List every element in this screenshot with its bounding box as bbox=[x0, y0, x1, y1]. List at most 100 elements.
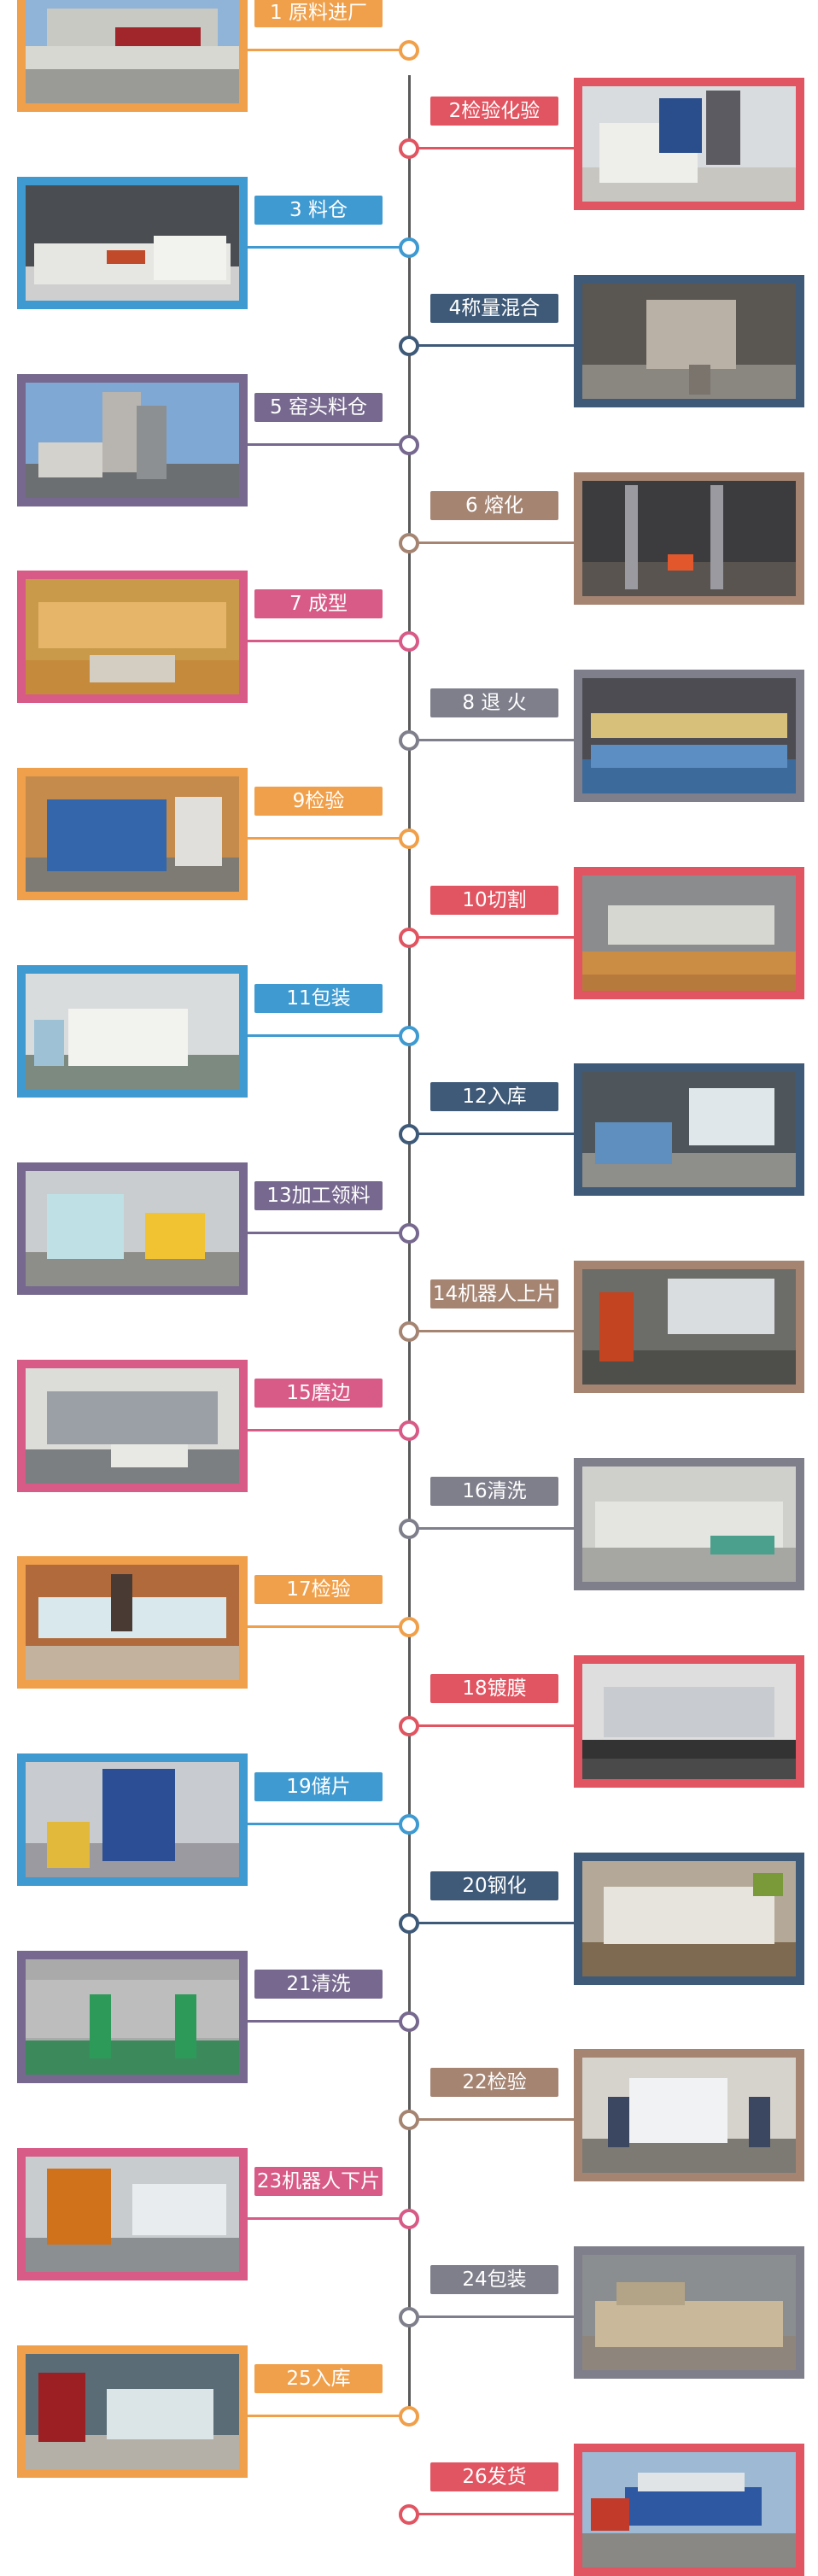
photo-detail bbox=[38, 602, 226, 648]
photo-detail bbox=[591, 712, 787, 739]
photo-scene bbox=[582, 875, 796, 991]
step-photo bbox=[17, 1162, 248, 1295]
photo-detail bbox=[668, 1278, 774, 1334]
photo-detail bbox=[591, 2498, 629, 2531]
photo-scene bbox=[26, 2354, 239, 2469]
photo-detail bbox=[137, 406, 167, 480]
step-photo bbox=[574, 670, 804, 802]
step-photo bbox=[17, 374, 248, 506]
step-label: 15磨边 bbox=[254, 1379, 383, 1408]
photo-detail bbox=[111, 1444, 188, 1468]
step-photo bbox=[17, 2148, 248, 2280]
step-photo bbox=[17, 571, 248, 703]
step-photo bbox=[574, 472, 804, 605]
step-connector bbox=[409, 936, 574, 939]
timeline-node bbox=[399, 1716, 419, 1736]
step-connector bbox=[248, 2020, 409, 2023]
step-label: 12入库 bbox=[430, 1082, 558, 1111]
photo-detail bbox=[34, 1020, 64, 1066]
step-label: 9检验 bbox=[254, 787, 383, 816]
step-photo bbox=[574, 2246, 804, 2379]
step-connector bbox=[248, 1232, 409, 1234]
step-label: 1 原料进厂 bbox=[254, 0, 383, 27]
step-label: 7 成型 bbox=[254, 589, 383, 618]
photo-scene bbox=[26, 185, 239, 301]
timeline-node bbox=[399, 730, 419, 751]
step-connector bbox=[409, 1922, 574, 1924]
step-label: 26发货 bbox=[430, 2462, 558, 2491]
photo-detail bbox=[145, 1212, 205, 1259]
timeline-node bbox=[399, 2209, 419, 2229]
step-label: 24包装 bbox=[430, 2265, 558, 2294]
step-photo bbox=[17, 177, 248, 309]
photo-detail bbox=[107, 2388, 213, 2439]
step-label: 4称量混合 bbox=[430, 294, 558, 323]
photo-scene bbox=[26, 383, 239, 498]
photo-detail bbox=[154, 236, 226, 280]
photo-scene bbox=[26, 1959, 239, 2075]
step-connector bbox=[409, 2315, 574, 2318]
timeline-node bbox=[399, 1420, 419, 1441]
step-photo bbox=[17, 2345, 248, 2478]
photo-detail bbox=[591, 745, 787, 769]
photo-detail bbox=[68, 1008, 188, 1066]
photo-floor bbox=[26, 1645, 239, 1680]
photo-scene bbox=[582, 1467, 796, 1582]
timeline-node bbox=[399, 2406, 419, 2427]
photo-scene bbox=[26, 1762, 239, 1877]
photo-detail bbox=[582, 951, 796, 975]
timeline-node bbox=[399, 138, 419, 159]
step-photo bbox=[17, 1951, 248, 2083]
photo-scene bbox=[582, 1861, 796, 1976]
photo-detail bbox=[38, 2372, 85, 2442]
photo-floor bbox=[582, 2532, 796, 2567]
timeline-node bbox=[399, 2011, 419, 2032]
step-connector bbox=[409, 1330, 574, 1332]
step-connector bbox=[248, 1034, 409, 1037]
step-label: 8 退 火 bbox=[430, 688, 558, 717]
step-connector bbox=[409, 344, 574, 347]
timeline-node bbox=[399, 40, 419, 61]
photo-scene bbox=[582, 1269, 796, 1385]
photo-detail bbox=[47, 2168, 111, 2245]
timeline-node bbox=[399, 1617, 419, 1637]
photo-detail bbox=[689, 1087, 774, 1146]
step-photo bbox=[574, 867, 804, 999]
photo-scene bbox=[26, 1565, 239, 1680]
photo-detail bbox=[102, 391, 141, 473]
timeline-node bbox=[399, 828, 419, 849]
step-label: 5 窑头料仓 bbox=[254, 393, 383, 422]
step-label: 10切割 bbox=[430, 886, 558, 915]
photo-detail bbox=[616, 2282, 685, 2306]
photo-scene bbox=[582, 1072, 796, 1187]
photo-detail bbox=[582, 1740, 796, 1759]
step-connector bbox=[248, 2415, 409, 2417]
step-label: 21清洗 bbox=[254, 1970, 383, 1999]
timeline-node bbox=[399, 435, 419, 455]
timeline-node bbox=[399, 336, 419, 356]
step-photo bbox=[17, 768, 248, 900]
photo-detail bbox=[646, 299, 736, 369]
step-connector bbox=[248, 1429, 409, 1431]
timeline-node bbox=[399, 928, 419, 948]
step-label: 11包装 bbox=[254, 984, 383, 1013]
step-connector bbox=[409, 739, 574, 741]
photo-detail bbox=[47, 1194, 124, 1259]
photo-floor bbox=[582, 1941, 796, 1976]
photo-scene bbox=[582, 481, 796, 596]
step-photo bbox=[17, 1556, 248, 1689]
photo-detail bbox=[625, 2486, 762, 2526]
timeline-node bbox=[399, 631, 419, 652]
photo-detail bbox=[604, 1886, 774, 1945]
photo-detail bbox=[706, 91, 740, 165]
step-label: 23机器人下片 bbox=[254, 2167, 383, 2196]
photo-detail bbox=[595, 2301, 783, 2347]
photo-detail bbox=[625, 485, 638, 589]
photo-detail bbox=[26, 1980, 239, 2038]
timeline-node bbox=[399, 1321, 419, 1342]
photo-scene bbox=[26, 974, 239, 1089]
step-connector bbox=[248, 246, 409, 249]
photo-detail bbox=[47, 1391, 218, 1445]
timeline-node bbox=[399, 1814, 419, 1835]
photo-detail bbox=[107, 249, 145, 264]
